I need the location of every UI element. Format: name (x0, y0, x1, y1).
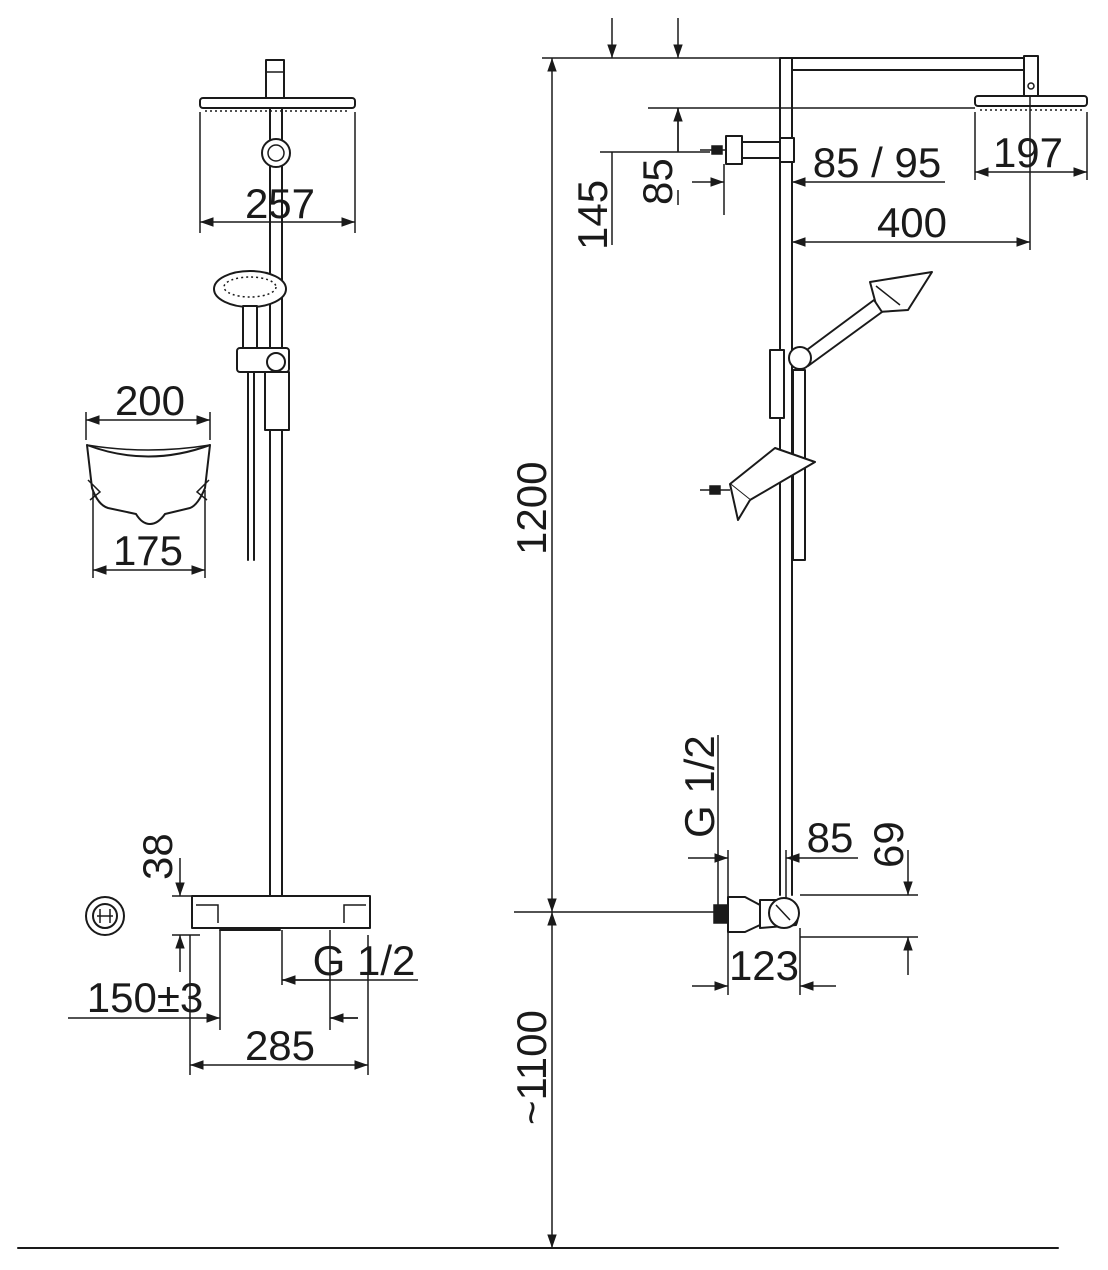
svg-text:G 1/2: G 1/2 (313, 937, 416, 984)
hand-shower-side (799, 271, 933, 367)
dim-285: 285 (189, 935, 369, 1075)
dim-197: 197 (974, 112, 1088, 180)
shelf-side (700, 447, 816, 521)
svg-text:200: 200 (115, 377, 185, 424)
svg-text:400: 400 (877, 199, 947, 246)
overhead-shower-front (199, 59, 356, 112)
dim-175: 175 (92, 490, 206, 578)
dim-1200: 1200 (508, 58, 557, 912)
hose-holder-front (264, 371, 290, 431)
shower-arm-side (780, 55, 1088, 111)
svg-text:69: 69 (865, 821, 912, 868)
svg-text:1200: 1200 (508, 462, 555, 555)
svg-text:G 1/2: G 1/2 (676, 735, 723, 838)
wall-connection-symbol (85, 896, 125, 936)
svg-text:85 / 95: 85 / 95 (813, 139, 941, 186)
dim-38: 38 (134, 833, 200, 972)
wall-bracket-side (700, 135, 795, 165)
dim-123: 123 (692, 928, 836, 995)
svg-text:285: 285 (245, 1022, 315, 1069)
hand-shower-front (213, 270, 287, 349)
dim-1100: ~1100 (508, 912, 557, 1248)
svg-text:85: 85 (634, 158, 681, 205)
thermostat-front (191, 895, 371, 931)
svg-text:123: 123 (729, 942, 799, 989)
svg-text:38: 38 (134, 833, 181, 880)
dim-400: 400 (792, 96, 1031, 250)
svg-text:197: 197 (993, 129, 1063, 176)
dim-257: 257 (199, 112, 356, 233)
svg-text:145: 145 (569, 180, 616, 250)
slider-front (236, 347, 290, 373)
dim-69: 69 (800, 821, 918, 975)
dim-g12-front: G 1/2 (281, 930, 418, 1030)
dim-85-95: 85 / 95 (692, 139, 945, 215)
dim-150: 150±3 (68, 930, 358, 1030)
svg-text:175: 175 (113, 527, 183, 574)
svg-text:257: 257 (245, 180, 315, 227)
side-view: 145 85 85 / 95 197 400 1200 (508, 18, 1088, 1248)
dim-145-85-top: 145 85 (542, 18, 975, 250)
svg-text:~1100: ~1100 (508, 1010, 555, 1125)
dim-200: 200 (85, 377, 211, 440)
shelf-section-view (86, 444, 211, 525)
thermostat-side (713, 896, 800, 933)
svg-text:150±3: 150±3 (87, 974, 203, 1021)
dim-g12-side: G 1/2 85 (676, 735, 858, 905)
svg-text:85: 85 (807, 814, 854, 861)
front-view: 257 200 175 38 G 1 (68, 59, 418, 1075)
wall-bracket-front (261, 138, 291, 168)
